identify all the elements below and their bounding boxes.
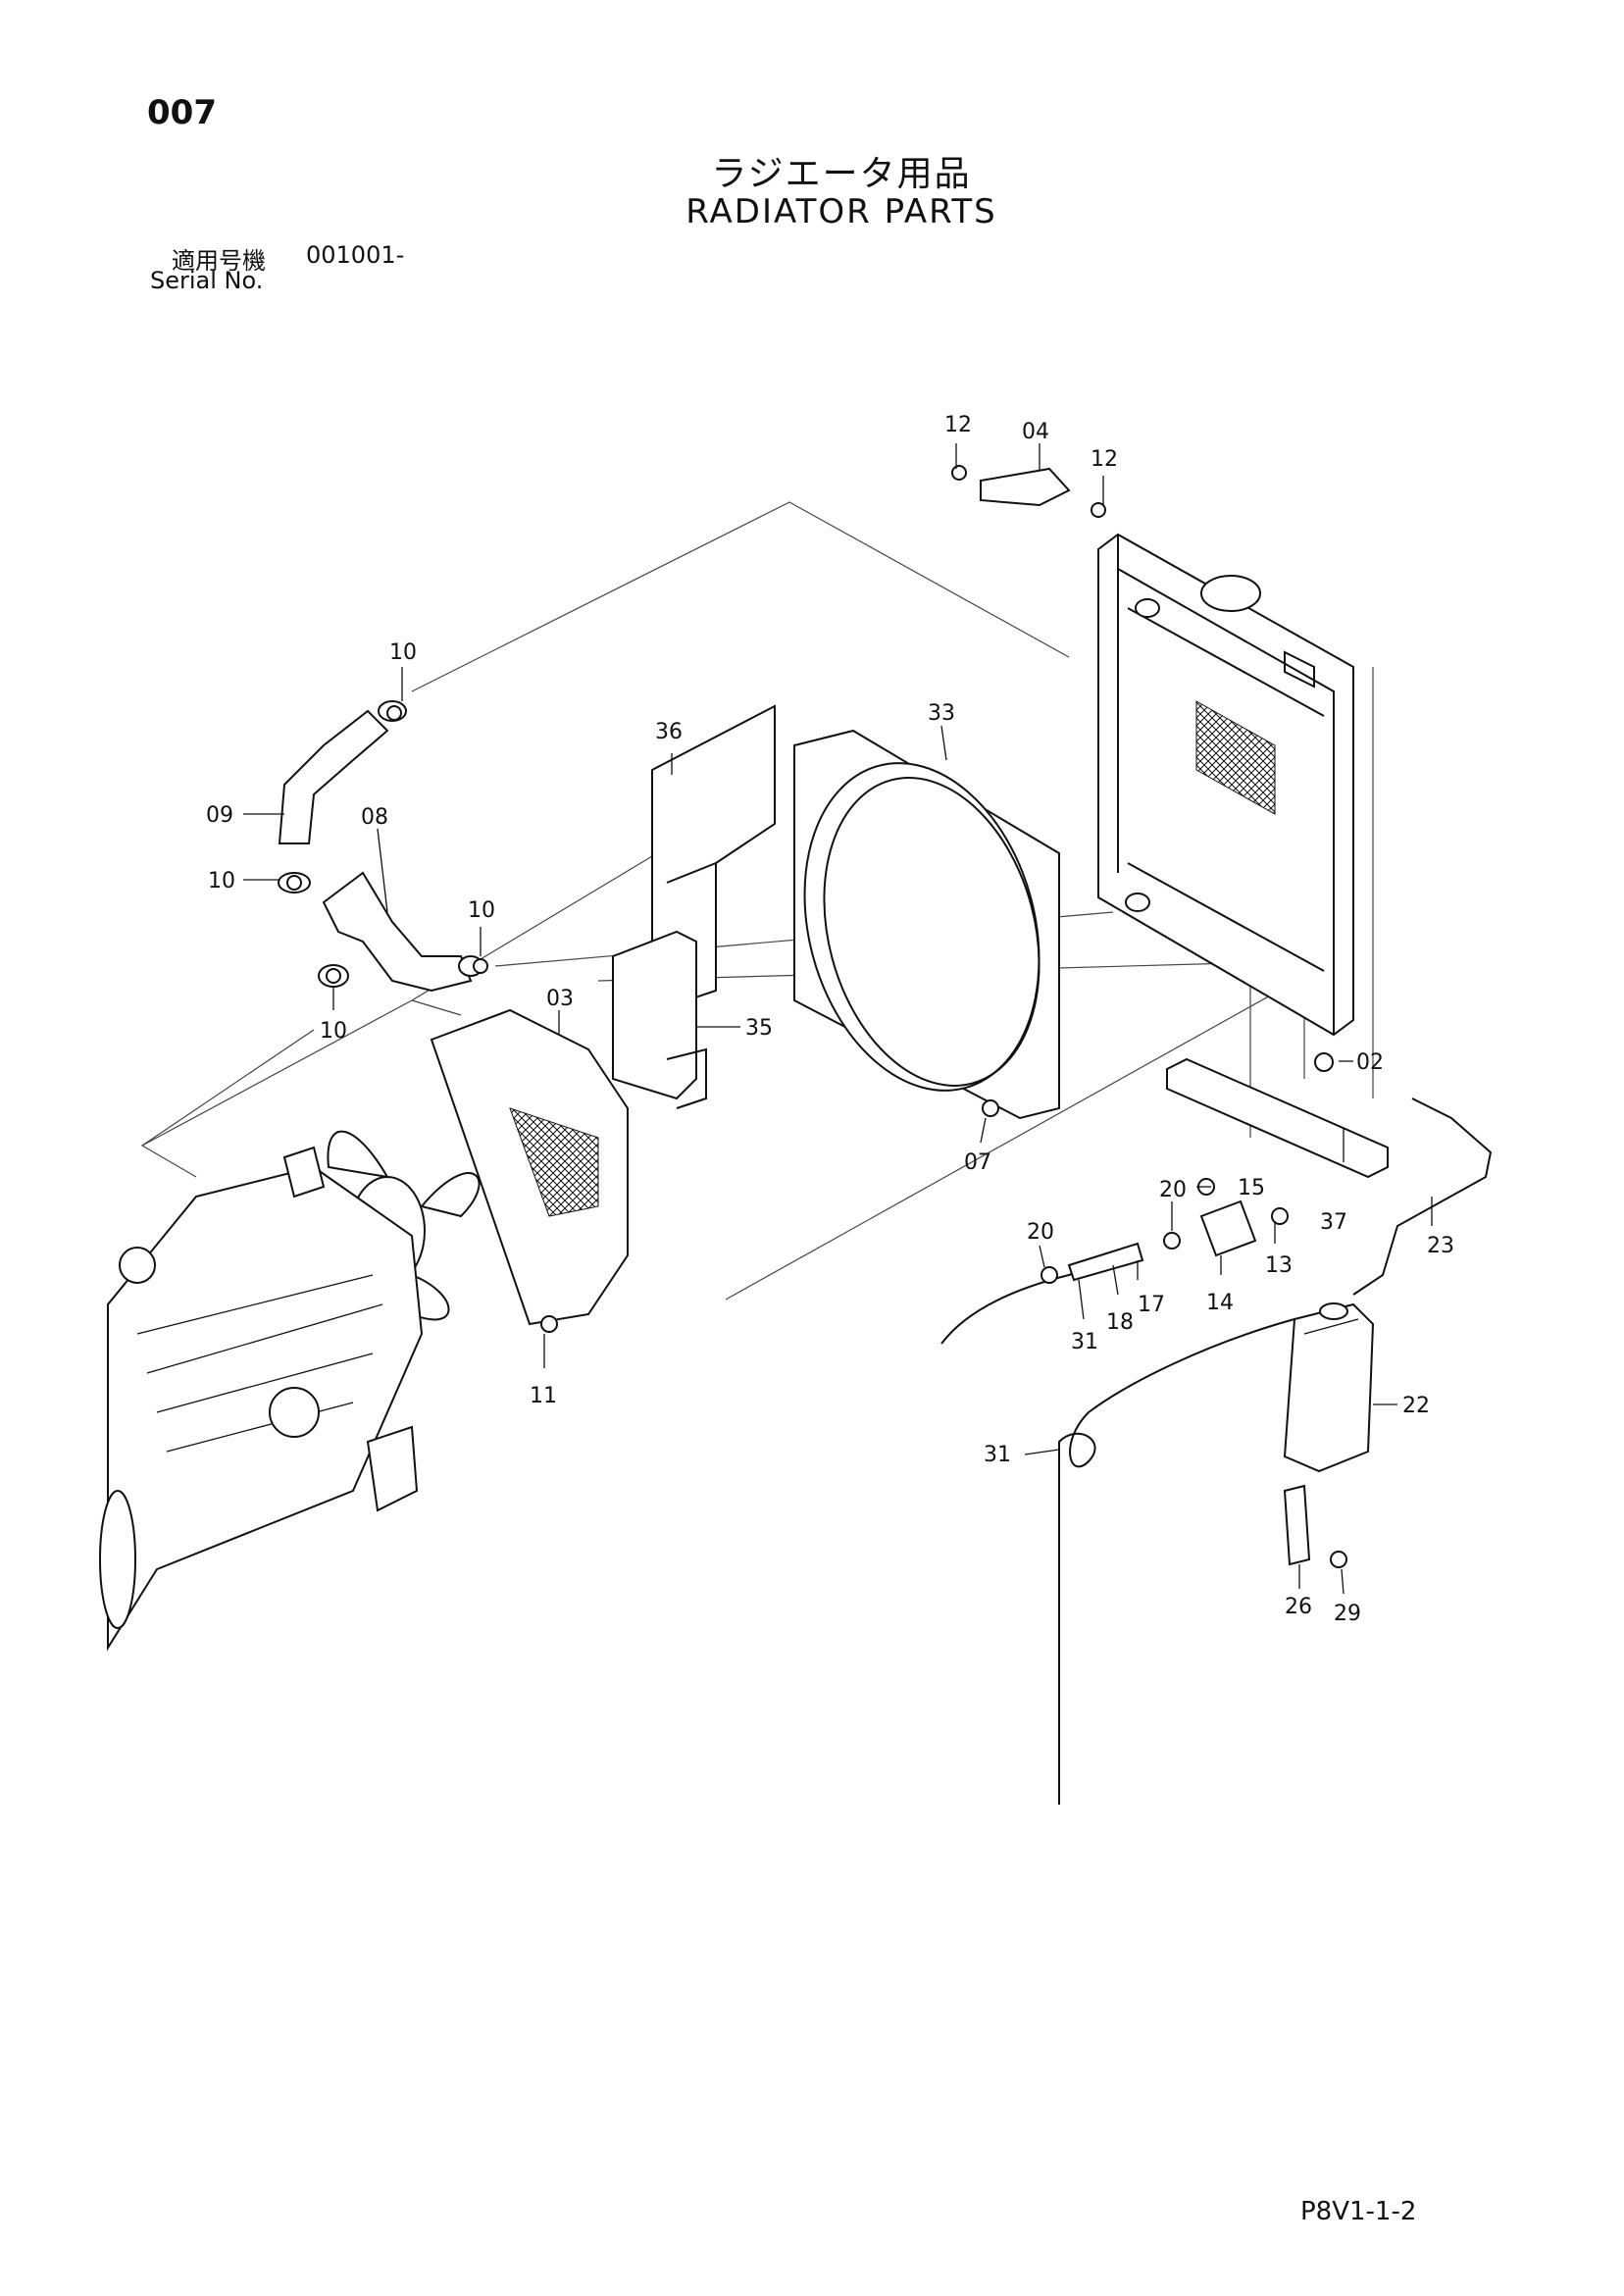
fasteners bbox=[286, 705, 1334, 1333]
callout-10: 10 bbox=[389, 640, 417, 665]
callout-35: 35 bbox=[745, 1016, 773, 1041]
callout-07: 07 bbox=[964, 1150, 991, 1175]
callout-20: 20 bbox=[1027, 1220, 1054, 1245]
radiator-bracket bbox=[951, 465, 1106, 518]
callout-31: 31 bbox=[1071, 1330, 1098, 1354]
callout-36: 36 bbox=[655, 720, 683, 744]
page-title-english: RADIATOR PARTS bbox=[685, 192, 997, 231]
callout-13: 13 bbox=[1265, 1253, 1293, 1278]
drain-cock-assembly bbox=[940, 1178, 1289, 1345]
page-title-japanese: ラジエータ用品 bbox=[711, 154, 972, 194]
callout-12: 12 bbox=[1091, 447, 1118, 472]
serial-label-japanese: 適用号機 bbox=[172, 247, 266, 275]
callout-29: 29 bbox=[1334, 1602, 1361, 1626]
callout-10: 10 bbox=[320, 1019, 347, 1044]
page-number: 007 bbox=[147, 93, 217, 132]
callout-08: 08 bbox=[361, 805, 388, 830]
callout-18: 18 bbox=[1106, 1310, 1134, 1335]
callout-14: 14 bbox=[1206, 1291, 1234, 1315]
callout-15: 15 bbox=[1238, 1176, 1265, 1200]
serial-label-english: Serial No. bbox=[150, 267, 264, 294]
fan-guard bbox=[430, 1008, 629, 1326]
radiator-guard-bar bbox=[1166, 1057, 1389, 1179]
drawing-code: P8V1-1-2 bbox=[1300, 2197, 1417, 2226]
tank-bracket bbox=[1283, 1484, 1347, 1568]
callout-33: 33 bbox=[928, 701, 955, 726]
overflow-pipe bbox=[1352, 1097, 1493, 1296]
upper-radiator-hose bbox=[278, 700, 407, 893]
callout-10: 10 bbox=[208, 869, 235, 893]
callout-02: 02 bbox=[1356, 1050, 1384, 1075]
radiator-core bbox=[1097, 533, 1354, 1037]
engine-block bbox=[99, 1146, 424, 1652]
callout-03: 03 bbox=[546, 987, 574, 1011]
callout-04: 04 bbox=[1022, 420, 1049, 444]
callout-numbers: 12 04 12 10 36 33 09 08 10 10 10 03 35 0… bbox=[206, 413, 1454, 1626]
callout-09: 09 bbox=[206, 803, 233, 828]
reserve-tank bbox=[1283, 1302, 1375, 1473]
lower-radiator-hose bbox=[318, 871, 483, 993]
callout-22: 22 bbox=[1402, 1394, 1430, 1418]
fan-shroud bbox=[793, 729, 1060, 1120]
callout-26: 26 bbox=[1285, 1595, 1312, 1619]
callout-12: 12 bbox=[944, 413, 972, 437]
callout-11: 11 bbox=[530, 1384, 557, 1408]
drain-hose bbox=[1058, 1318, 1295, 1805]
air-guide-lower bbox=[612, 930, 707, 1109]
callout-23: 23 bbox=[1427, 1234, 1454, 1258]
callout-37: 37 bbox=[1320, 1210, 1347, 1235]
callout-31: 31 bbox=[984, 1443, 1011, 1467]
leader-lines bbox=[243, 443, 1433, 1595]
callout-10: 10 bbox=[468, 898, 495, 923]
callout-17: 17 bbox=[1138, 1293, 1165, 1317]
serial-number-value: 001001- bbox=[306, 241, 405, 269]
callout-20: 20 bbox=[1159, 1178, 1187, 1202]
